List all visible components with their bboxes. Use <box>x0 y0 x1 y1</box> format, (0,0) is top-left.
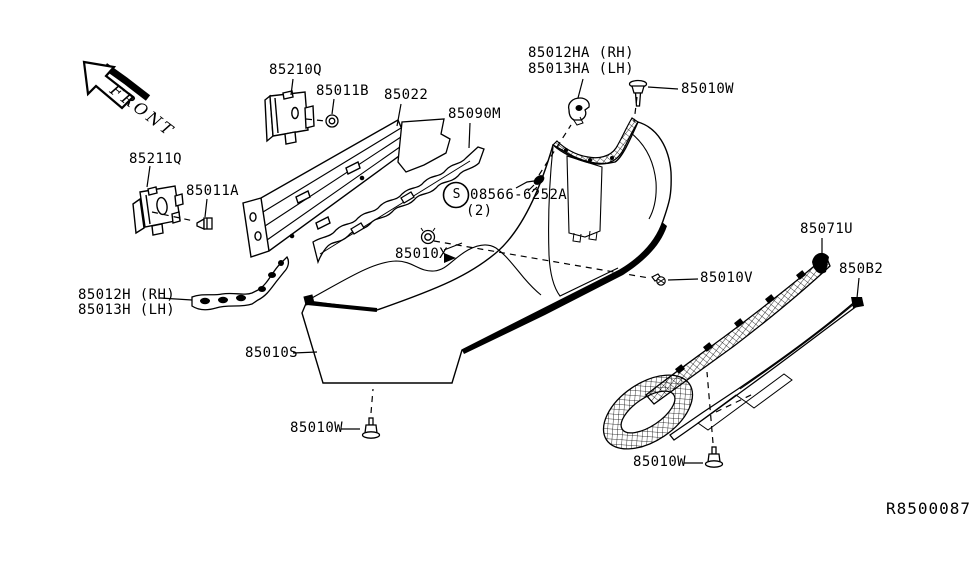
assembly-dashed-lines <box>151 96 754 444</box>
lower-finisher-85071u-drawing <box>602 252 831 450</box>
callout-85211q[interactable]: 85211Q <box>129 151 182 167</box>
bumper-fascia-85010s-drawing <box>301 117 672 384</box>
callout-85010w-top[interactable]: 85010W <box>681 81 734 97</box>
bracket-85012ha-drawing <box>567 97 590 126</box>
push-pin-85010w-bottom-right-icon <box>704 446 724 468</box>
screw-symbol-s[interactable]: S <box>452 187 461 202</box>
callout-85010v[interactable]: 85010V <box>700 270 753 286</box>
reinforcement-bar-85022-drawing <box>242 119 411 258</box>
callout-85013ha-lh[interactable]: 85013HA (LH) <box>528 61 634 77</box>
bracket-85210q-drawing <box>264 90 315 145</box>
callout-85010x[interactable]: 85010X <box>395 246 448 262</box>
leader-lines <box>146 78 860 464</box>
push-pin-85010w-top-icon <box>628 79 648 107</box>
diagram-ref-code: R8500087 <box>886 499 972 518</box>
callout-screw-qty: (2) <box>466 203 493 219</box>
side-bracket-85012h-drawing <box>191 255 290 311</box>
grommet-85010x-icon <box>420 227 436 245</box>
callout-85010s[interactable]: 85010S <box>245 345 298 361</box>
push-pin-85010w-bottom-left-icon <box>361 417 381 439</box>
callout-85071u[interactable]: 85071U <box>800 221 853 237</box>
callout-85010w-bottom-left[interactable]: 85010W <box>290 420 343 436</box>
callout-85012ha-rh[interactable]: 85012HA (RH) <box>528 45 634 61</box>
bolt-85011a-icon <box>196 217 213 230</box>
screw-08566-icon <box>527 175 545 193</box>
callout-arrowhead-85010x <box>444 253 456 263</box>
callout-85012h-rh[interactable]: 85012H (RH) <box>78 287 176 303</box>
nut-85011b-icon <box>325 114 339 128</box>
callout-08566-6252a[interactable]: 08566-6252A <box>470 187 568 203</box>
callout-850b2[interactable]: 850B2 <box>839 261 884 277</box>
callout-85011a[interactable]: 85011A <box>186 183 239 199</box>
bracket-85211q-drawing <box>132 185 184 236</box>
callout-85010w-bottom-right[interactable]: 85010W <box>633 454 686 470</box>
callout-85013h-lh[interactable]: 85013H (LH) <box>78 302 176 318</box>
callout-85011b[interactable]: 85011B <box>316 83 369 99</box>
screw-symbol-circle <box>442 181 470 209</box>
callout-85090m[interactable]: 85090M <box>448 106 501 122</box>
lower-molding-850b2-drawing <box>669 297 864 441</box>
callout-85210q[interactable]: 85210Q <box>269 62 322 78</box>
front-direction-arrow-icon <box>82 60 151 110</box>
energy-absorber-85090m-drawing <box>312 118 485 265</box>
clip-85010v-icon <box>651 273 666 286</box>
callout-85022[interactable]: 85022 <box>384 87 429 103</box>
